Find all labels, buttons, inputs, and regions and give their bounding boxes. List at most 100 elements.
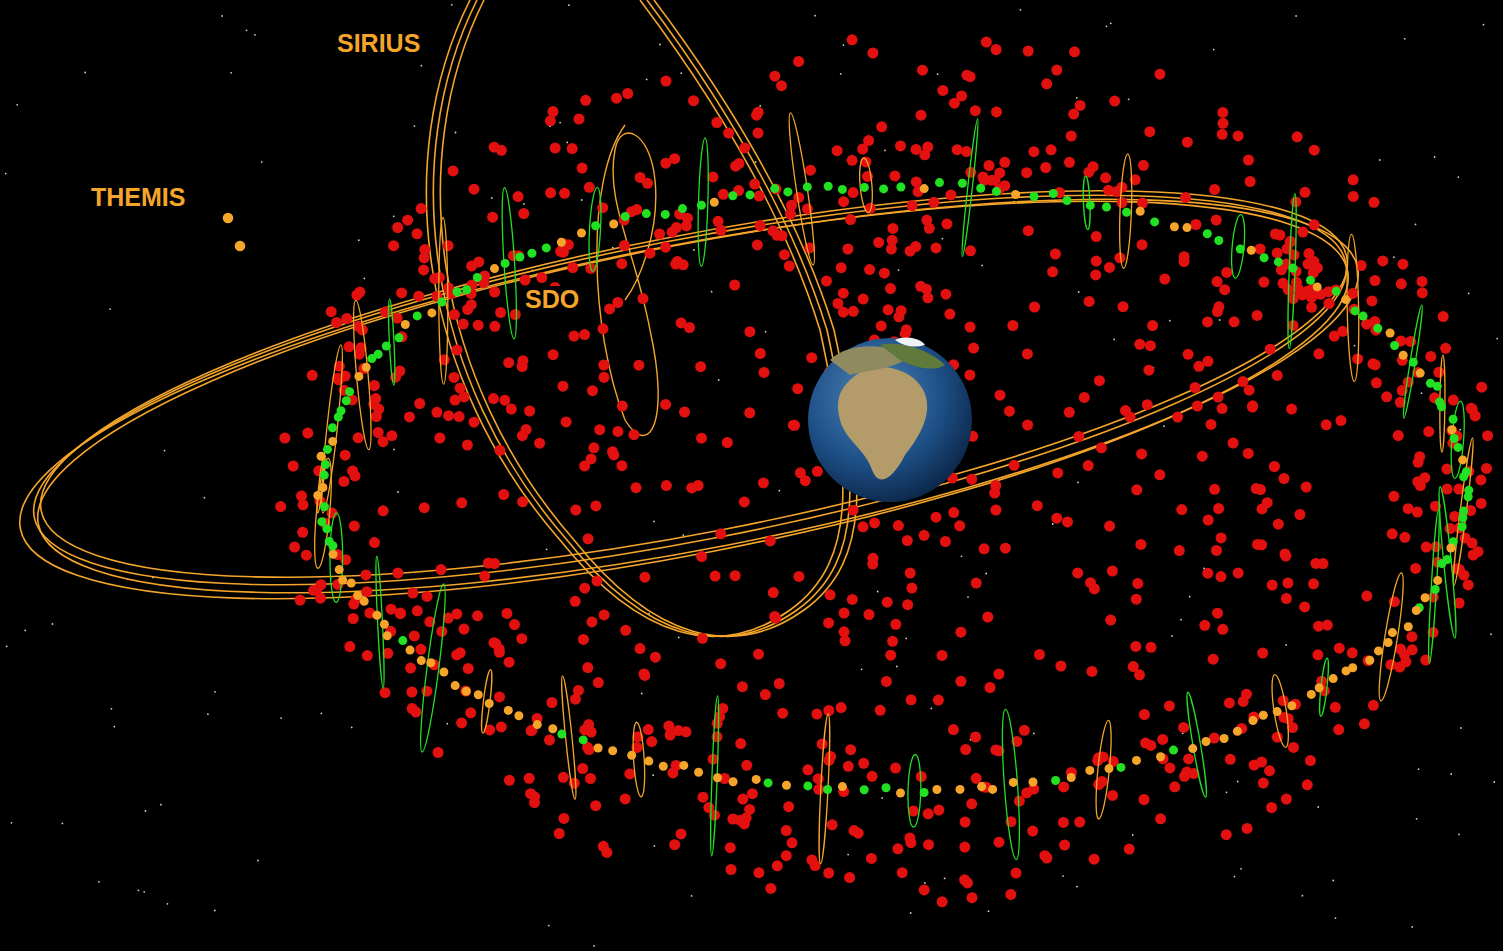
geo-dot	[1150, 217, 1159, 226]
satellite-dot	[599, 609, 610, 620]
star	[646, 79, 648, 81]
satellite-dot	[881, 676, 892, 687]
satellite-dot	[1348, 174, 1359, 185]
satellite-dot	[952, 144, 963, 155]
satellite-dot	[1330, 285, 1341, 296]
geo-dot	[1009, 778, 1018, 787]
star	[1132, 834, 1134, 836]
star	[905, 638, 907, 640]
satellite-dot	[885, 283, 896, 294]
geo-dot	[824, 182, 833, 191]
geo-dot	[956, 785, 965, 794]
sirius-orbit	[426, 0, 843, 636]
star	[718, 379, 720, 381]
star	[847, 854, 849, 856]
satellite-dot	[805, 165, 816, 176]
satellite-dot	[1104, 521, 1115, 532]
satellite-dot	[995, 390, 1006, 401]
star	[1240, 868, 1242, 870]
star	[877, 591, 879, 593]
star	[1113, 339, 1115, 341]
satellite-dot	[616, 258, 627, 269]
satellite-dot	[792, 383, 803, 394]
star	[393, 449, 395, 451]
satellite-dot	[1272, 370, 1283, 381]
satellite-dot	[776, 80, 787, 91]
satellite-dot	[744, 804, 755, 815]
satellite-dot	[883, 304, 894, 315]
satellite-dot	[1109, 96, 1120, 107]
satellite-dot	[1221, 267, 1232, 278]
satellite-dot	[1278, 278, 1289, 289]
satellite-dot	[1040, 162, 1051, 173]
satellite-dot	[838, 196, 849, 207]
star	[1076, 97, 1078, 99]
star	[455, 132, 457, 134]
satellite-dot	[708, 171, 719, 182]
satellite-dot	[760, 689, 771, 700]
satellite-dot	[1011, 868, 1022, 879]
satellite-dot	[1086, 666, 1097, 677]
satellite-dot	[902, 535, 913, 546]
satellite-dot	[999, 157, 1010, 168]
satellite-dot	[923, 839, 934, 850]
satellite-dot	[567, 143, 578, 154]
satellite-dot	[460, 686, 471, 697]
satellite-dot	[676, 828, 687, 839]
satellite-dot	[1066, 131, 1077, 142]
satellite-dot	[1208, 654, 1219, 665]
sirius-orbits	[426, 0, 857, 636]
satellite-dot	[524, 773, 535, 784]
star	[24, 630, 26, 632]
satellite-dot	[1131, 594, 1142, 605]
satellite-dot	[970, 105, 981, 116]
satellite-dot	[1192, 401, 1203, 412]
satellite-dot	[558, 772, 569, 783]
geo-dot	[1288, 264, 1297, 273]
orbit-label: THEMIS	[88, 184, 188, 212]
star	[678, 637, 680, 639]
satellite-dot	[673, 725, 684, 736]
satellite-dot	[1366, 295, 1377, 306]
star	[680, 72, 682, 74]
geo-dot	[383, 631, 392, 640]
satellite-dot	[836, 702, 847, 713]
geo-dot	[374, 350, 383, 359]
satellite-dot	[386, 430, 397, 441]
satellite-dot	[1139, 794, 1150, 805]
satellite-dot	[1312, 649, 1323, 660]
satellite-dot	[1301, 482, 1312, 493]
satellite-dot	[488, 393, 499, 404]
geo-loop	[631, 722, 646, 797]
geo-loop	[1286, 193, 1297, 348]
satellite-dot	[1206, 419, 1217, 430]
geo-dot	[1105, 764, 1114, 773]
satellite-dot	[1369, 197, 1380, 208]
satellite-dot	[1154, 69, 1165, 80]
satellite-dot	[449, 372, 460, 383]
satellite-dot	[1308, 578, 1319, 589]
geo-dot	[473, 273, 482, 282]
satellite-dot	[406, 687, 417, 698]
satellite-dot	[1182, 137, 1193, 148]
satellite-dot	[1083, 460, 1094, 471]
satellite-dot	[1398, 259, 1409, 270]
satellite-dot	[569, 331, 580, 342]
geo-dot	[1438, 559, 1447, 568]
satellite-dot	[966, 798, 977, 809]
satellite-dot	[768, 587, 779, 598]
satellite-dot	[520, 275, 531, 286]
satellite-dot	[466, 261, 477, 272]
satellite-dot	[1467, 538, 1478, 549]
satellite-dot	[744, 326, 755, 337]
satellite-dot	[396, 287, 407, 298]
star	[1434, 156, 1436, 158]
geo-loop	[1451, 437, 1476, 586]
satellite-dot	[863, 135, 874, 146]
satellite-dot	[981, 37, 992, 48]
star	[937, 73, 939, 75]
satellite-dot	[1135, 539, 1146, 550]
satellite-dot	[545, 187, 556, 198]
geo-dot	[678, 204, 687, 213]
geo-dot	[577, 229, 586, 238]
